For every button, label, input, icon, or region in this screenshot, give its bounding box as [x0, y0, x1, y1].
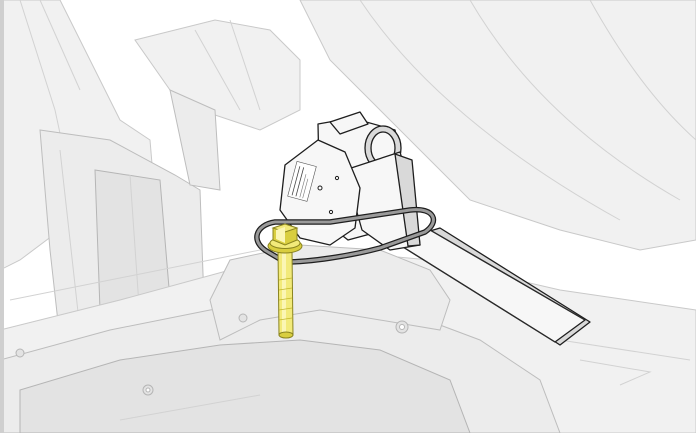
- anchor-bolt-highlighted: [267, 223, 303, 339]
- seat-belt-webbing: [394, 227, 591, 346]
- body-panel-upper: [299, 0, 696, 251]
- fastener-4: [15, 348, 25, 358]
- fastener-3: [238, 313, 248, 323]
- seat-belt-retractor: [279, 111, 421, 251]
- retractor-label: [287, 161, 317, 202]
- headrest-panel: [134, 19, 301, 131]
